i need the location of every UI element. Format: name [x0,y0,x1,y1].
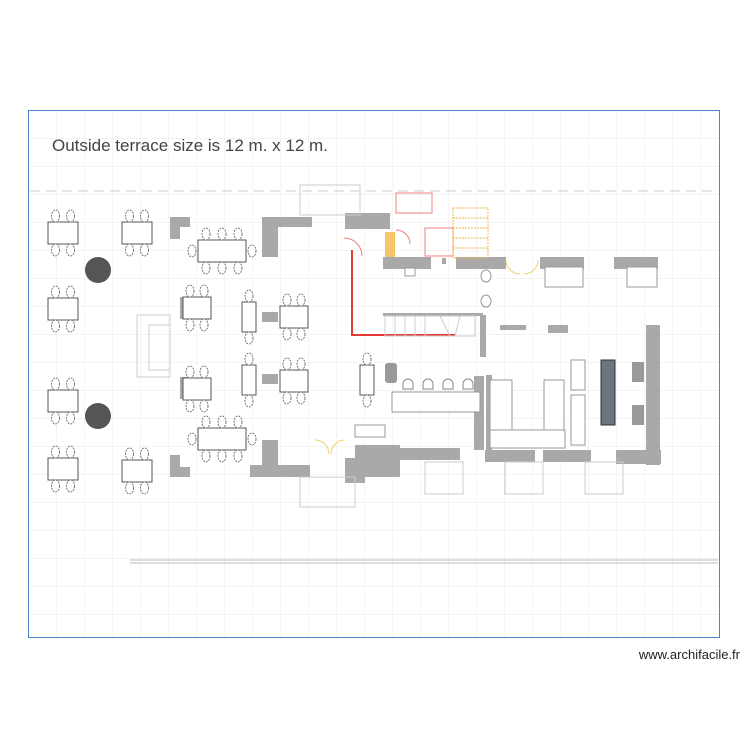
chair [201,415,211,429]
chair [66,411,75,425]
chair [66,377,75,391]
tables [47,209,375,495]
chair [66,319,75,333]
table [182,377,212,401]
cooking-range [600,359,616,426]
chair [244,331,254,345]
chair [51,285,60,299]
chair [51,445,60,459]
table [241,301,257,333]
terrace-note: Outside terrace size is 12 m. x 12 m. [52,136,328,155]
chair [233,415,243,429]
chair [217,449,227,463]
chair [362,352,372,366]
chair [140,243,149,257]
chair [296,357,306,371]
parasol-icon [85,403,111,429]
table [121,221,153,245]
table [241,364,257,396]
chair [199,365,209,379]
table [197,239,247,263]
chair [66,479,75,493]
kitchen [354,266,658,449]
exterior-stair [343,192,454,257]
chair [296,391,306,405]
table [279,369,309,393]
chair [282,327,292,341]
chair [199,284,209,298]
chair [233,261,243,275]
table [121,459,153,483]
chair [362,394,372,408]
chair [199,318,209,332]
toilets [404,267,492,308]
chair [187,432,197,446]
table [197,427,247,451]
chair [51,319,60,333]
table [47,457,79,481]
chair [244,289,254,303]
bar-stools [402,378,474,390]
chair [66,285,75,299]
table [182,296,212,320]
chair [244,394,254,408]
table [47,297,79,321]
chair [125,243,134,257]
chair [201,261,211,275]
chair [217,415,227,429]
chair [66,243,75,257]
chair [217,227,227,241]
chair [51,411,60,425]
table [47,221,79,245]
chair [233,449,243,463]
walls [170,213,661,483]
chair [140,209,149,223]
yellow-stair [452,207,489,259]
chair [66,445,75,459]
chair [233,227,243,241]
chair [185,399,195,413]
doors-yellow [314,259,539,455]
interior-stairs [384,315,476,337]
emergency-route [351,250,455,336]
kitchen-equipment [385,362,644,425]
yellow-column [385,232,395,257]
chair [217,261,227,275]
chair [282,293,292,307]
chair [247,432,257,446]
chair [296,293,306,307]
chair [282,357,292,371]
chair [185,318,195,332]
chair [125,209,134,223]
parasols [85,257,111,429]
chair [187,244,197,258]
chair [125,447,134,461]
window-bays [136,184,624,508]
chair [66,209,75,223]
table [359,364,375,396]
watermark: www.archifacile.fr [638,647,740,662]
chair [244,352,254,366]
table [279,305,309,329]
chair [140,481,149,495]
chair [185,284,195,298]
chair [51,209,60,223]
chair [201,449,211,463]
chair [51,377,60,391]
chair [125,481,134,495]
chair [140,447,149,461]
parasol-icon [85,257,111,283]
chair [247,244,257,258]
table [47,389,79,413]
chair [282,391,292,405]
chair [51,479,60,493]
chair [199,399,209,413]
chair [51,243,60,257]
chair [185,365,195,379]
chair [296,327,306,341]
plan-frame [28,110,720,638]
street-lines [130,559,718,564]
chair [201,227,211,241]
